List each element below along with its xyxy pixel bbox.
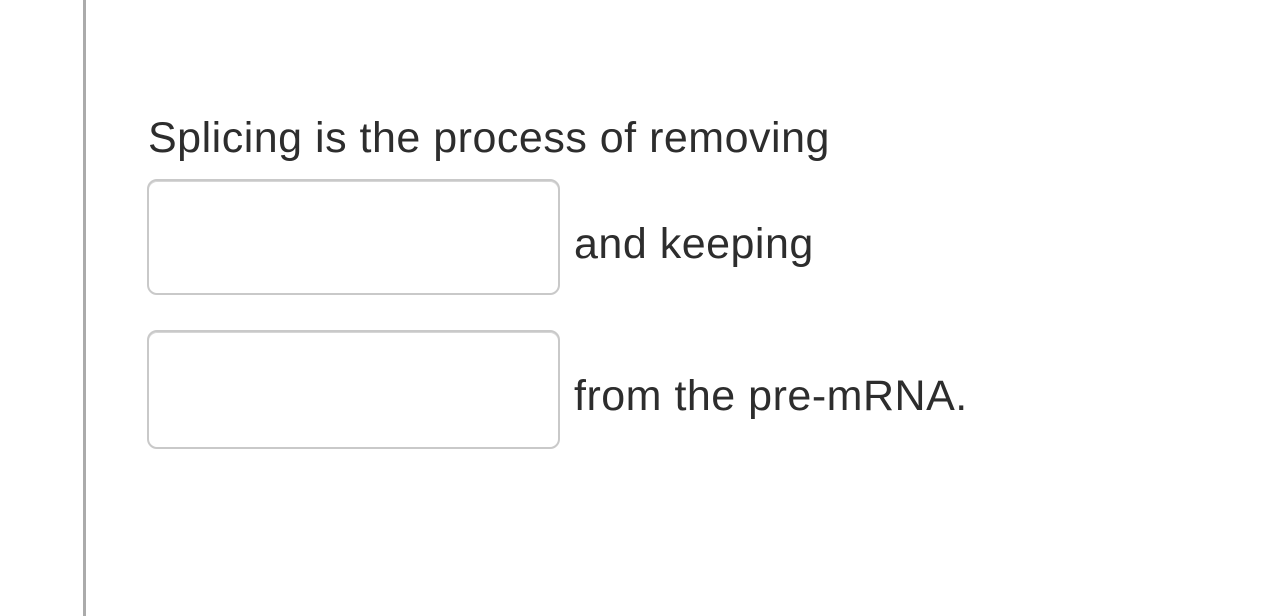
question-middle-text: and keeping <box>574 220 814 268</box>
question-intro-text: Splicing is the process of removing <box>148 114 830 162</box>
question-end-text: from the pre-mRNA. <box>574 372 968 420</box>
answer-blank-2[interactable] <box>147 330 560 449</box>
page-left-border <box>83 0 86 616</box>
answer-blank-1[interactable] <box>147 179 560 295</box>
